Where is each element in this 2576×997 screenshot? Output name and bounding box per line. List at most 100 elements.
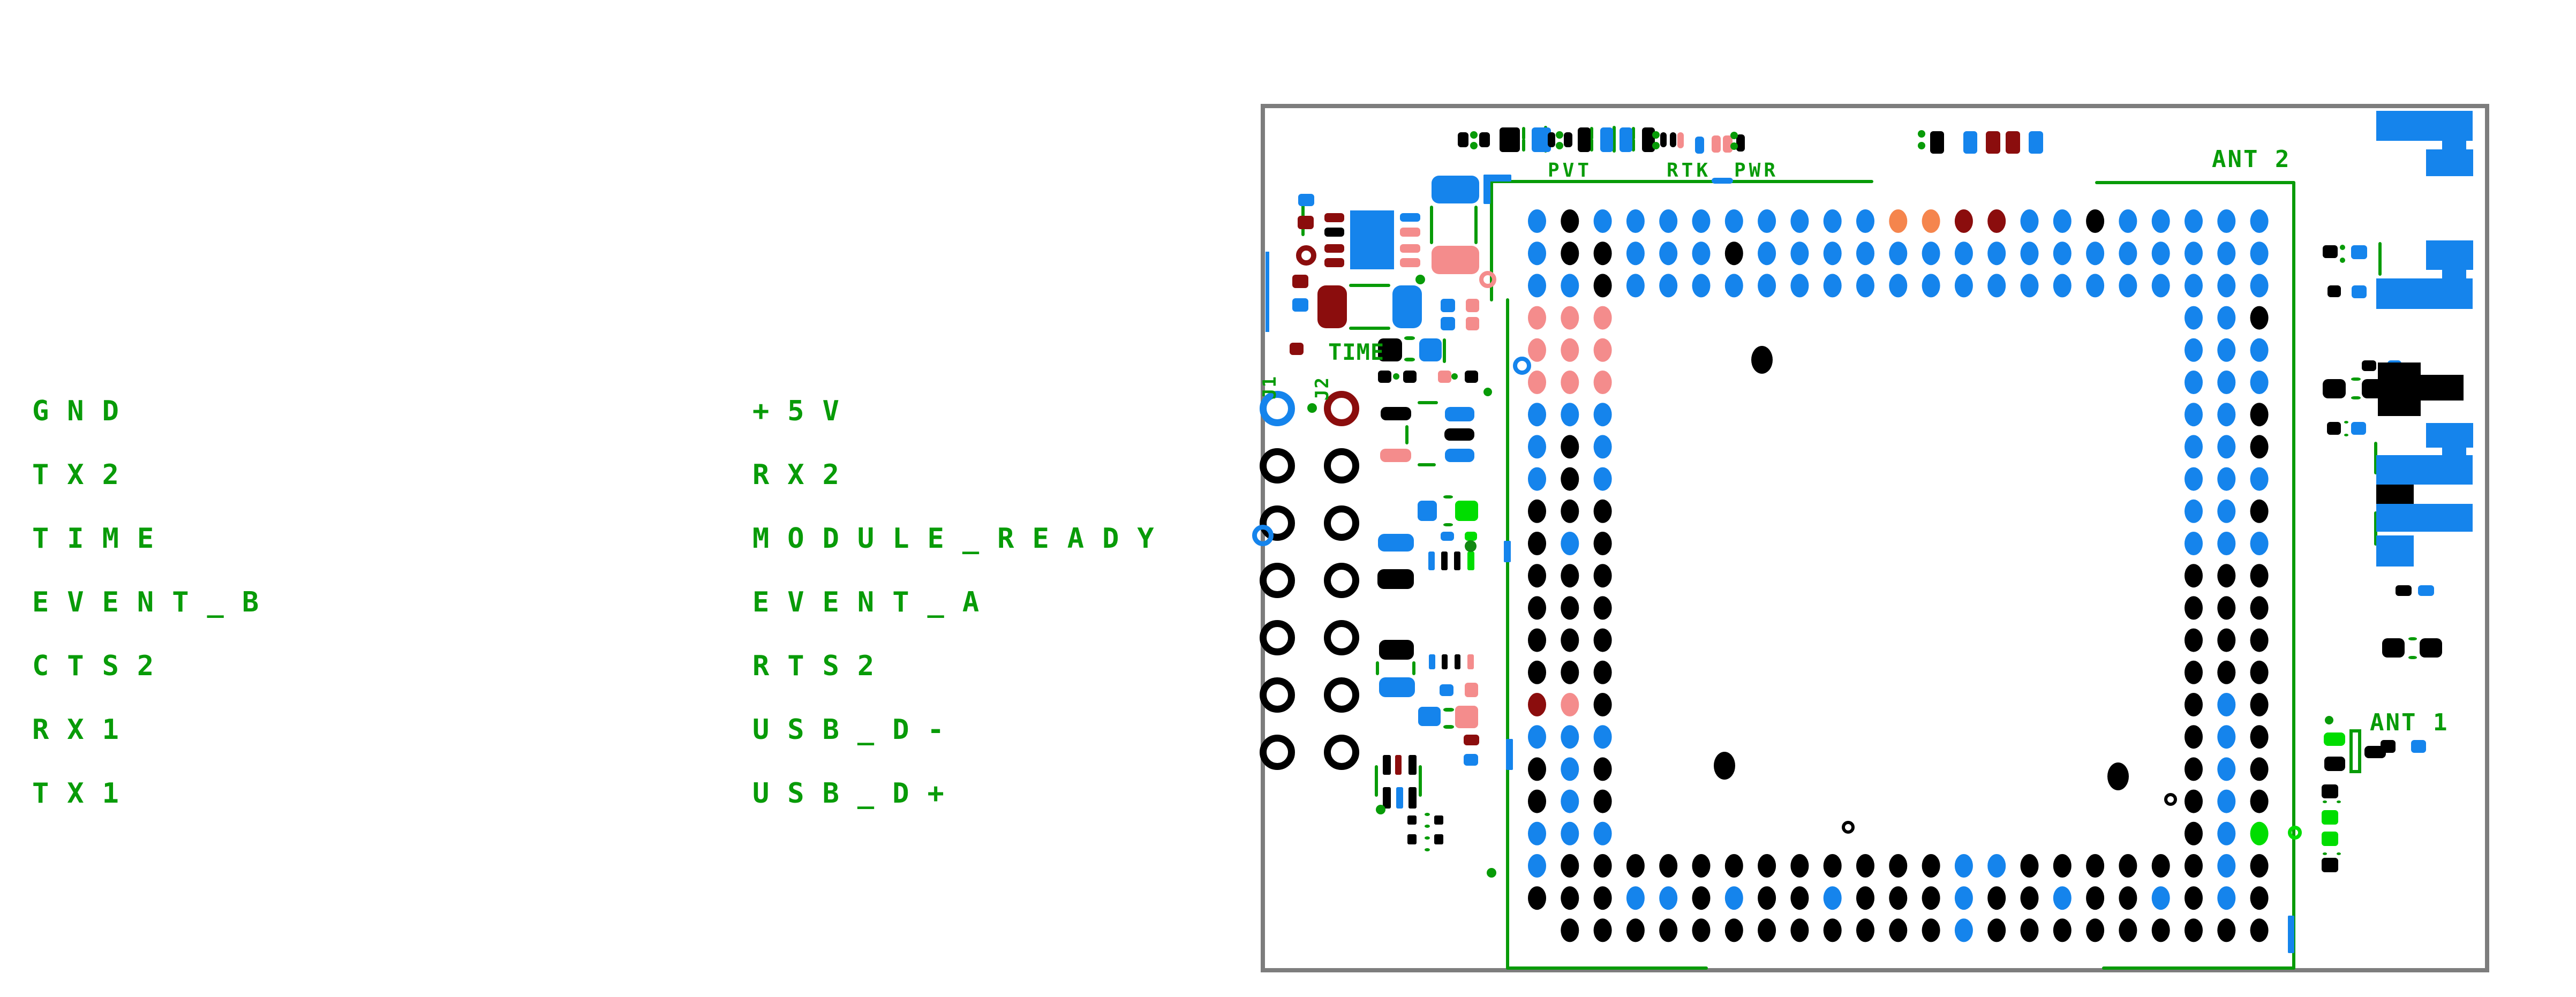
pad: [1407, 834, 1417, 844]
module-pad: [1823, 241, 1842, 266]
module-pad: [1954, 209, 1973, 233]
silkscreen-dot: [1465, 540, 1477, 552]
module-pad: [1889, 274, 1908, 298]
pad: [1455, 654, 1460, 669]
module-pad: [2086, 918, 2105, 942]
pad: [1443, 708, 1454, 712]
pad: [2364, 746, 2386, 758]
module-pad: [1528, 564, 1546, 588]
module-pad: [1954, 854, 1973, 878]
hole-ring: [1479, 271, 1496, 288]
module-pad: [1922, 209, 1940, 233]
module-pad: [1561, 886, 1579, 910]
pin-label: CTS2: [32, 650, 172, 682]
module-pad: [1593, 757, 1612, 781]
pad: [1408, 787, 1417, 809]
silkscreen-dot: [1376, 805, 1385, 814]
pad: [1695, 137, 1704, 154]
pad: [1504, 541, 1511, 562]
pad: [1723, 135, 1733, 153]
pad: [1500, 127, 1520, 152]
module-pad: [1528, 306, 1546, 330]
module-pad: [1856, 274, 1874, 298]
module-pad: [2250, 209, 2269, 233]
module-pad: [1561, 209, 1579, 233]
module-pad: [1528, 725, 1546, 749]
module-pad: [1593, 693, 1612, 716]
pad: [1454, 552, 1460, 570]
module-pad: [2250, 371, 2269, 394]
module-pad: [1561, 757, 1579, 781]
pad: [2352, 285, 2367, 298]
module-pad: [2217, 596, 2236, 620]
module-pad: [1561, 854, 1579, 878]
pad: [1380, 449, 1411, 462]
pad: [1578, 127, 1591, 152]
pad: [2351, 245, 2367, 259]
silkscreen-dot: [1556, 131, 1563, 139]
module-pad: [1954, 241, 1973, 266]
pad: [1438, 371, 1451, 383]
module-pad: [1528, 338, 1546, 362]
silkscreen-dot: [1307, 403, 1317, 413]
module-pad: [2250, 660, 2269, 684]
module-pad: [1528, 821, 1546, 845]
module-pad: [2217, 886, 2236, 910]
module-pad: [1528, 532, 1546, 555]
pad: [2351, 396, 2361, 399]
silkscreen-dot: [1918, 142, 1925, 149]
module-pad: [1561, 306, 1579, 330]
module-pad: [1593, 209, 1612, 233]
module-pad: [1856, 209, 1874, 233]
pad: [1455, 501, 1478, 521]
module-pad: [1692, 918, 1711, 942]
module-pad: [2185, 596, 2203, 620]
module-pad: [2217, 241, 2236, 266]
module-pad: [1593, 241, 1612, 266]
module-pad: [1659, 241, 1678, 266]
module-pad: [1724, 854, 1743, 878]
pad: [1425, 836, 1430, 840]
module-pad: [2217, 338, 2236, 362]
module-pad: [1987, 274, 2006, 298]
pad: [1425, 825, 1430, 828]
silkscreen-dot: [1451, 373, 1458, 380]
pin-label: RX1: [32, 714, 137, 746]
module-pad: [2217, 918, 2236, 942]
silkscreen-text: TIME: [1328, 339, 1384, 365]
hole-ring: [1324, 505, 1359, 541]
silkscreen-dot: [2340, 245, 2345, 250]
pad: [1429, 654, 1435, 669]
module-pad: [2151, 274, 2170, 298]
pad: [1396, 787, 1403, 809]
module-pad: [2086, 886, 2105, 910]
module-pad: [2250, 241, 2269, 266]
pad: [2322, 784, 2338, 798]
pad: [2442, 448, 2466, 455]
module-pad: [1889, 241, 1908, 266]
pad: [2362, 360, 2376, 371]
pad: [1400, 213, 1420, 222]
module-pad: [2151, 241, 2170, 266]
module-pad: [1593, 918, 1612, 942]
pad: [1458, 132, 1468, 147]
hole-ring: [1260, 620, 1295, 655]
pad: [1986, 131, 2000, 154]
pad: [1419, 338, 1442, 361]
module-pad: [1528, 886, 1546, 910]
pad: [2328, 285, 2341, 297]
pad: [1292, 298, 1308, 312]
pad: [1441, 299, 1455, 312]
module-pad: [1922, 854, 1940, 878]
module-pad: [1758, 886, 1776, 910]
pad: [1292, 275, 1308, 288]
module-pad: [1561, 532, 1579, 555]
pad: [2324, 732, 2345, 746]
pad: [2426, 149, 2473, 176]
module-pad: [1626, 209, 1645, 233]
module-pad: [2119, 854, 2137, 878]
pad: [1317, 285, 1347, 328]
module-pad: [1758, 918, 1776, 942]
pin-label: +5V: [752, 395, 857, 427]
module-pad: [1593, 564, 1612, 588]
